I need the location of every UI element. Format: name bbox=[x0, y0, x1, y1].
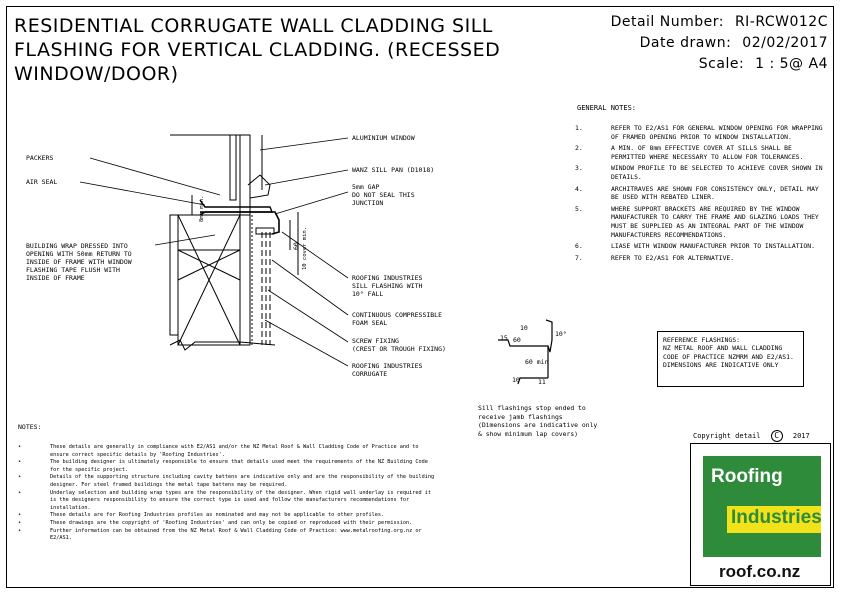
note-item: •Further information can be obtained fro… bbox=[18, 527, 422, 542]
general-note: 5.WHERE SUPPORT BRACKETS ARE REQUIRED BY… bbox=[575, 204, 819, 239]
label-sill-pan: WANZ SILL PAN (D1018) bbox=[352, 166, 435, 174]
logo-box: Roofing Industries roof.co.nz bbox=[690, 443, 831, 586]
date-row: Date drawn: 02/02/2017 bbox=[611, 33, 828, 54]
profile-dim-60min: 60 min bbox=[525, 358, 549, 366]
label-corrugate: ROOFING INDUSTRIES CORRUGATE bbox=[352, 362, 423, 378]
logo-band: Industries bbox=[727, 506, 822, 533]
profile-dim-60: 60 bbox=[513, 336, 521, 344]
scale-row: Scale: 1 : 5@ A4 bbox=[611, 54, 828, 75]
drawing-sheet bbox=[6, 6, 834, 588]
detail-number-label: Detail Number: bbox=[610, 14, 724, 30]
label-screw-fixing: SCREW FIXING (CREST OR TROUGH FIXING) bbox=[352, 337, 446, 353]
label-gap: 5mm GAP DO NOT SEAL THIS JUNCTION bbox=[352, 183, 415, 207]
copyright-icon: C bbox=[770, 430, 783, 442]
profile-dim-15: 15 bbox=[500, 334, 508, 342]
copyright-year: 2017 bbox=[792, 432, 810, 440]
date-label: Date drawn: bbox=[639, 35, 732, 51]
notes-list: •These details are generally in complian… bbox=[18, 444, 438, 543]
drawing-title: RESIDENTIAL CORRUGATE WALL CLADDING SILL… bbox=[14, 15, 501, 85]
label-packers: PACKERS bbox=[26, 154, 54, 162]
label-foam-seal: CONTINUOUS COMPRESSIBLE FOAM SEAL bbox=[352, 311, 443, 327]
detail-number-row: Detail Number: RI-RCW012C bbox=[611, 12, 828, 33]
detail-number: RI-RCW012C bbox=[734, 14, 828, 30]
scale-label: Scale: bbox=[698, 56, 745, 72]
flashing-profile bbox=[498, 319, 553, 385]
logo-word-roofing: Roofing bbox=[711, 466, 783, 487]
profile-dim-10b: 10 bbox=[512, 376, 520, 384]
general-notes-list: 1.REFER TO E2/AS1 FOR GENERAL WINDOW OPE… bbox=[575, 124, 830, 265]
note-item: •These details are generally in complian… bbox=[18, 444, 419, 458]
label-building-wrap: BUILDING WRAP DRESSED INTO OPENING WITH … bbox=[26, 242, 132, 282]
scale-value: 1 : 5@ A4 bbox=[755, 56, 828, 72]
dim-60: 60 bbox=[292, 242, 300, 250]
title-block-meta: Detail Number: RI-RCW012C Date drawn: 02… bbox=[611, 12, 828, 75]
general-note: 1.REFER TO E2/AS1 FOR GENERAL WINDOW OPE… bbox=[575, 124, 823, 141]
label-sill-flashing: ROOFING INDUSTRIES SILL FLASHING WITH 10… bbox=[352, 274, 423, 298]
logo-word-industries: Industries bbox=[731, 507, 822, 528]
label-aluminium-window: ALUMINIUM WINDOW bbox=[352, 134, 415, 142]
note-item: •The building designer is ultimately res… bbox=[18, 459, 428, 473]
profile-dim-top: 10 bbox=[520, 324, 528, 332]
profile-dim-11: 11 bbox=[538, 378, 546, 386]
note-item: •Details of the supporting structure inc… bbox=[18, 474, 435, 488]
window-frame bbox=[239, 134, 251, 216]
general-note: 2.A MIN. OF 8mm EFFECTIVE COVER AT SILLS… bbox=[575, 144, 804, 161]
roofing-industries-logo: Roofing Industries bbox=[703, 456, 822, 557]
copyright-label: Copyright detail bbox=[693, 432, 761, 440]
label-air-seal: AIR SEAL bbox=[26, 178, 58, 186]
general-note: 7.REFER TO E2/AS1 FOR ALTERNATIVE. bbox=[575, 253, 735, 262]
note-item: •These details are for Roofing Industrie… bbox=[18, 512, 385, 519]
general-note: 4.ARCHITRAVES ARE SHOWN FOR CONSISTENCY … bbox=[575, 184, 819, 202]
notes-heading: NOTES: bbox=[18, 423, 42, 431]
note-item: •These drawings are the copyright of 'Ro… bbox=[18, 519, 413, 526]
dim-10-cover: 10 cover min. bbox=[302, 226, 308, 270]
note-item: •Underlay selection and building wrap ty… bbox=[18, 489, 432, 511]
reference-flashings-box: REFERENCE FLASHINGS: NZ METAL ROOF AND W… bbox=[657, 331, 804, 387]
dim-8mm: 8mm min. bbox=[199, 195, 205, 223]
date-value: 02/02/2017 bbox=[742, 35, 828, 51]
profile-dim-angle: 10° bbox=[555, 330, 567, 338]
copyright-line: Copyright detail C 2017 bbox=[693, 430, 810, 442]
logo-url: roof.co.nz bbox=[719, 562, 801, 581]
general-note: 6.LIASE WITH WINDOW MANUFACTURER PRIOR T… bbox=[575, 242, 815, 251]
profile-caption: Sill flashings stop ended to receive jam… bbox=[478, 404, 598, 438]
general-note: 3.WINDOW PROFILE TO BE SELECTED TO ACHIE… bbox=[575, 164, 823, 181]
general-notes-heading: GENERAL NOTES: bbox=[577, 104, 637, 112]
